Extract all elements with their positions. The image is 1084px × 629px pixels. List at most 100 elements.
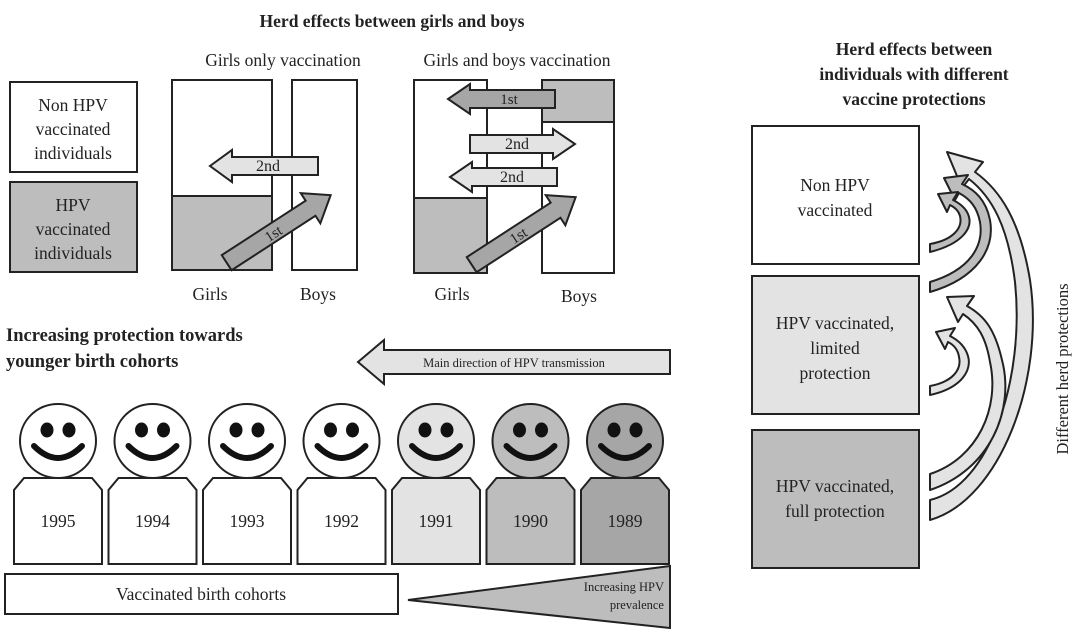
- cohort-smile: [125, 443, 180, 461]
- cohort-person: 1989: [580, 403, 670, 565]
- box-full-line1: HPV vaccinated,: [776, 476, 894, 496]
- girls-boys-second-left-label: 2nd: [500, 169, 524, 186]
- cohort-smile: [31, 443, 85, 461]
- curved-arrow-limited-inner: [929, 327, 970, 396]
- cohort-eye: [513, 422, 526, 438]
- girls-boys-second-left-arrow: [448, 160, 558, 194]
- cohort-face: [491, 403, 570, 479]
- girls-only-panel: Girls only vaccination 2nd 1st Girls Boy…: [171, 50, 361, 304]
- side-label: Different herd protections: [1053, 283, 1072, 454]
- box-limited-protection: [751, 275, 920, 415]
- cohort-body: [107, 477, 198, 565]
- legend: Non HPV vaccinated individuals HPV vacci…: [9, 81, 138, 273]
- cohort-year-label: 1994: [135, 511, 170, 531]
- vaccinated-cohorts-label: Vaccinated birth cohorts: [116, 584, 286, 604]
- cohort-eye: [157, 422, 170, 438]
- cohort-eye: [629, 422, 643, 438]
- cohort-year-label: 1995: [41, 511, 76, 531]
- curved-arrow-limited-to-non: [929, 174, 992, 293]
- cohort-face: [113, 403, 192, 479]
- cohort-eye: [229, 422, 243, 438]
- prevalence-label-line1: Increasing HPV: [584, 580, 664, 594]
- box-limited-line3: protection: [800, 363, 871, 383]
- girls-boys-vacc-title: Girls and boys vaccination: [423, 50, 610, 70]
- cohorts-title-line1: Increasing protection towards: [6, 326, 243, 346]
- box-non-vaccinated-line2: vaccinated: [798, 200, 873, 220]
- girls-boys-boys-vaccinated-fill: [541, 79, 615, 123]
- cohort-year-label: 1990: [513, 511, 548, 531]
- cohort-smile: [409, 443, 463, 461]
- legend-vaccinated-line1: HPV: [55, 195, 90, 215]
- girls-only-first-arrow: [220, 191, 333, 272]
- curved-arrow-non-inner: [929, 191, 971, 253]
- girls-boys-title: Herd effects between girls and boys: [260, 11, 525, 31]
- cohort-person: 1992: [296, 403, 387, 565]
- girls-only-title: Girls only vaccination: [205, 50, 361, 70]
- prevalence-label-line2: prevalence: [610, 598, 665, 612]
- cohort-body: [202, 477, 292, 565]
- transmission-arrow: [356, 337, 671, 387]
- cohort-body: [580, 477, 670, 565]
- cohort-smile: [220, 443, 274, 461]
- transmission-arrow-label: Main direction of HPV transmission: [423, 356, 605, 370]
- legend-vaccinated-box: [9, 181, 138, 273]
- cohort-face: [586, 403, 664, 479]
- cohort-body: [485, 477, 576, 565]
- girls-only-second-label: 2nd: [256, 158, 280, 175]
- cohort-person: 1990: [485, 403, 576, 565]
- cohort-face: [302, 403, 381, 479]
- girls-boys-girls-label: Girls: [435, 284, 470, 304]
- legend-non-vaccinated-line3: individuals: [34, 143, 112, 163]
- prevalence-wedge: [407, 564, 671, 629]
- curved-arrow-full-to-limited: [929, 295, 1007, 491]
- cohort-body: [296, 477, 387, 565]
- box-non-vaccinated: [751, 125, 920, 265]
- legend-vaccinated-line2: vaccinated: [36, 219, 111, 239]
- girls-boys-boys-label: Boys: [561, 286, 597, 306]
- girls-boys-second-right-arrow: [469, 127, 577, 161]
- legend-non-vaccinated-box: [9, 81, 138, 173]
- box-full-protection: [751, 429, 920, 569]
- girls-boys-panel: Girls and boys vaccination 1st 2nd 2nd 1…: [413, 50, 615, 306]
- cohort-person: 1993: [202, 403, 292, 565]
- girls-boys-second-right-label: 2nd: [505, 136, 529, 153]
- cohort-eye: [418, 422, 432, 438]
- girls-boys-first-bottom-arrow: [465, 193, 578, 274]
- cohort-year-label: 1992: [324, 511, 359, 531]
- cohort-smile: [314, 443, 369, 461]
- girls-only-second-arrow: [208, 148, 319, 184]
- cohort-smile: [503, 443, 558, 461]
- girls-only-boys-label: Boys: [300, 284, 336, 304]
- cohort-person: 1995: [13, 403, 103, 565]
- cohort-eye: [62, 422, 76, 438]
- girls-boys-first-top-arrow: [446, 82, 556, 116]
- vaccinated-cohorts-box: [4, 573, 399, 615]
- people-row: 1995 1994 1993 1992 1991 1990 1989: [13, 403, 670, 565]
- legend-non-vaccinated-line2: vaccinated: [36, 119, 111, 139]
- herd-protection-arrows: [929, 151, 1034, 521]
- cohort-body: [391, 477, 481, 565]
- cohort-eye: [440, 422, 454, 438]
- cohort-person: 1991: [391, 403, 481, 565]
- girls-only-girls-label: Girls: [193, 284, 228, 304]
- cohort-year-label: 1989: [608, 511, 643, 531]
- protection-title-line1: Herd effects between: [836, 39, 993, 59]
- cohort-year-label: 1993: [230, 511, 265, 531]
- cohort-eye: [607, 422, 621, 438]
- cohort-person: 1994: [107, 403, 198, 565]
- cohort-face: [19, 403, 97, 479]
- box-full-line2: full protection: [785, 501, 885, 521]
- legend-vaccinated-line3: individuals: [34, 243, 112, 263]
- cohort-face: [208, 403, 286, 479]
- cohort-eye: [324, 422, 337, 438]
- box-non-vaccinated-line1: Non HPV: [800, 175, 870, 195]
- cohort-eye: [135, 422, 148, 438]
- legend-non-vaccinated-line1: Non HPV: [38, 95, 108, 115]
- cohorts-title-line2: younger birth cohorts: [6, 352, 178, 372]
- protection-title-line2: individuals with different: [819, 64, 1008, 84]
- box-limited-line1: HPV vaccinated,: [776, 313, 894, 333]
- protection-title-line3: vaccine protections: [842, 89, 985, 109]
- box-limited-line2: limited: [810, 338, 860, 358]
- cohort-eye: [40, 422, 54, 438]
